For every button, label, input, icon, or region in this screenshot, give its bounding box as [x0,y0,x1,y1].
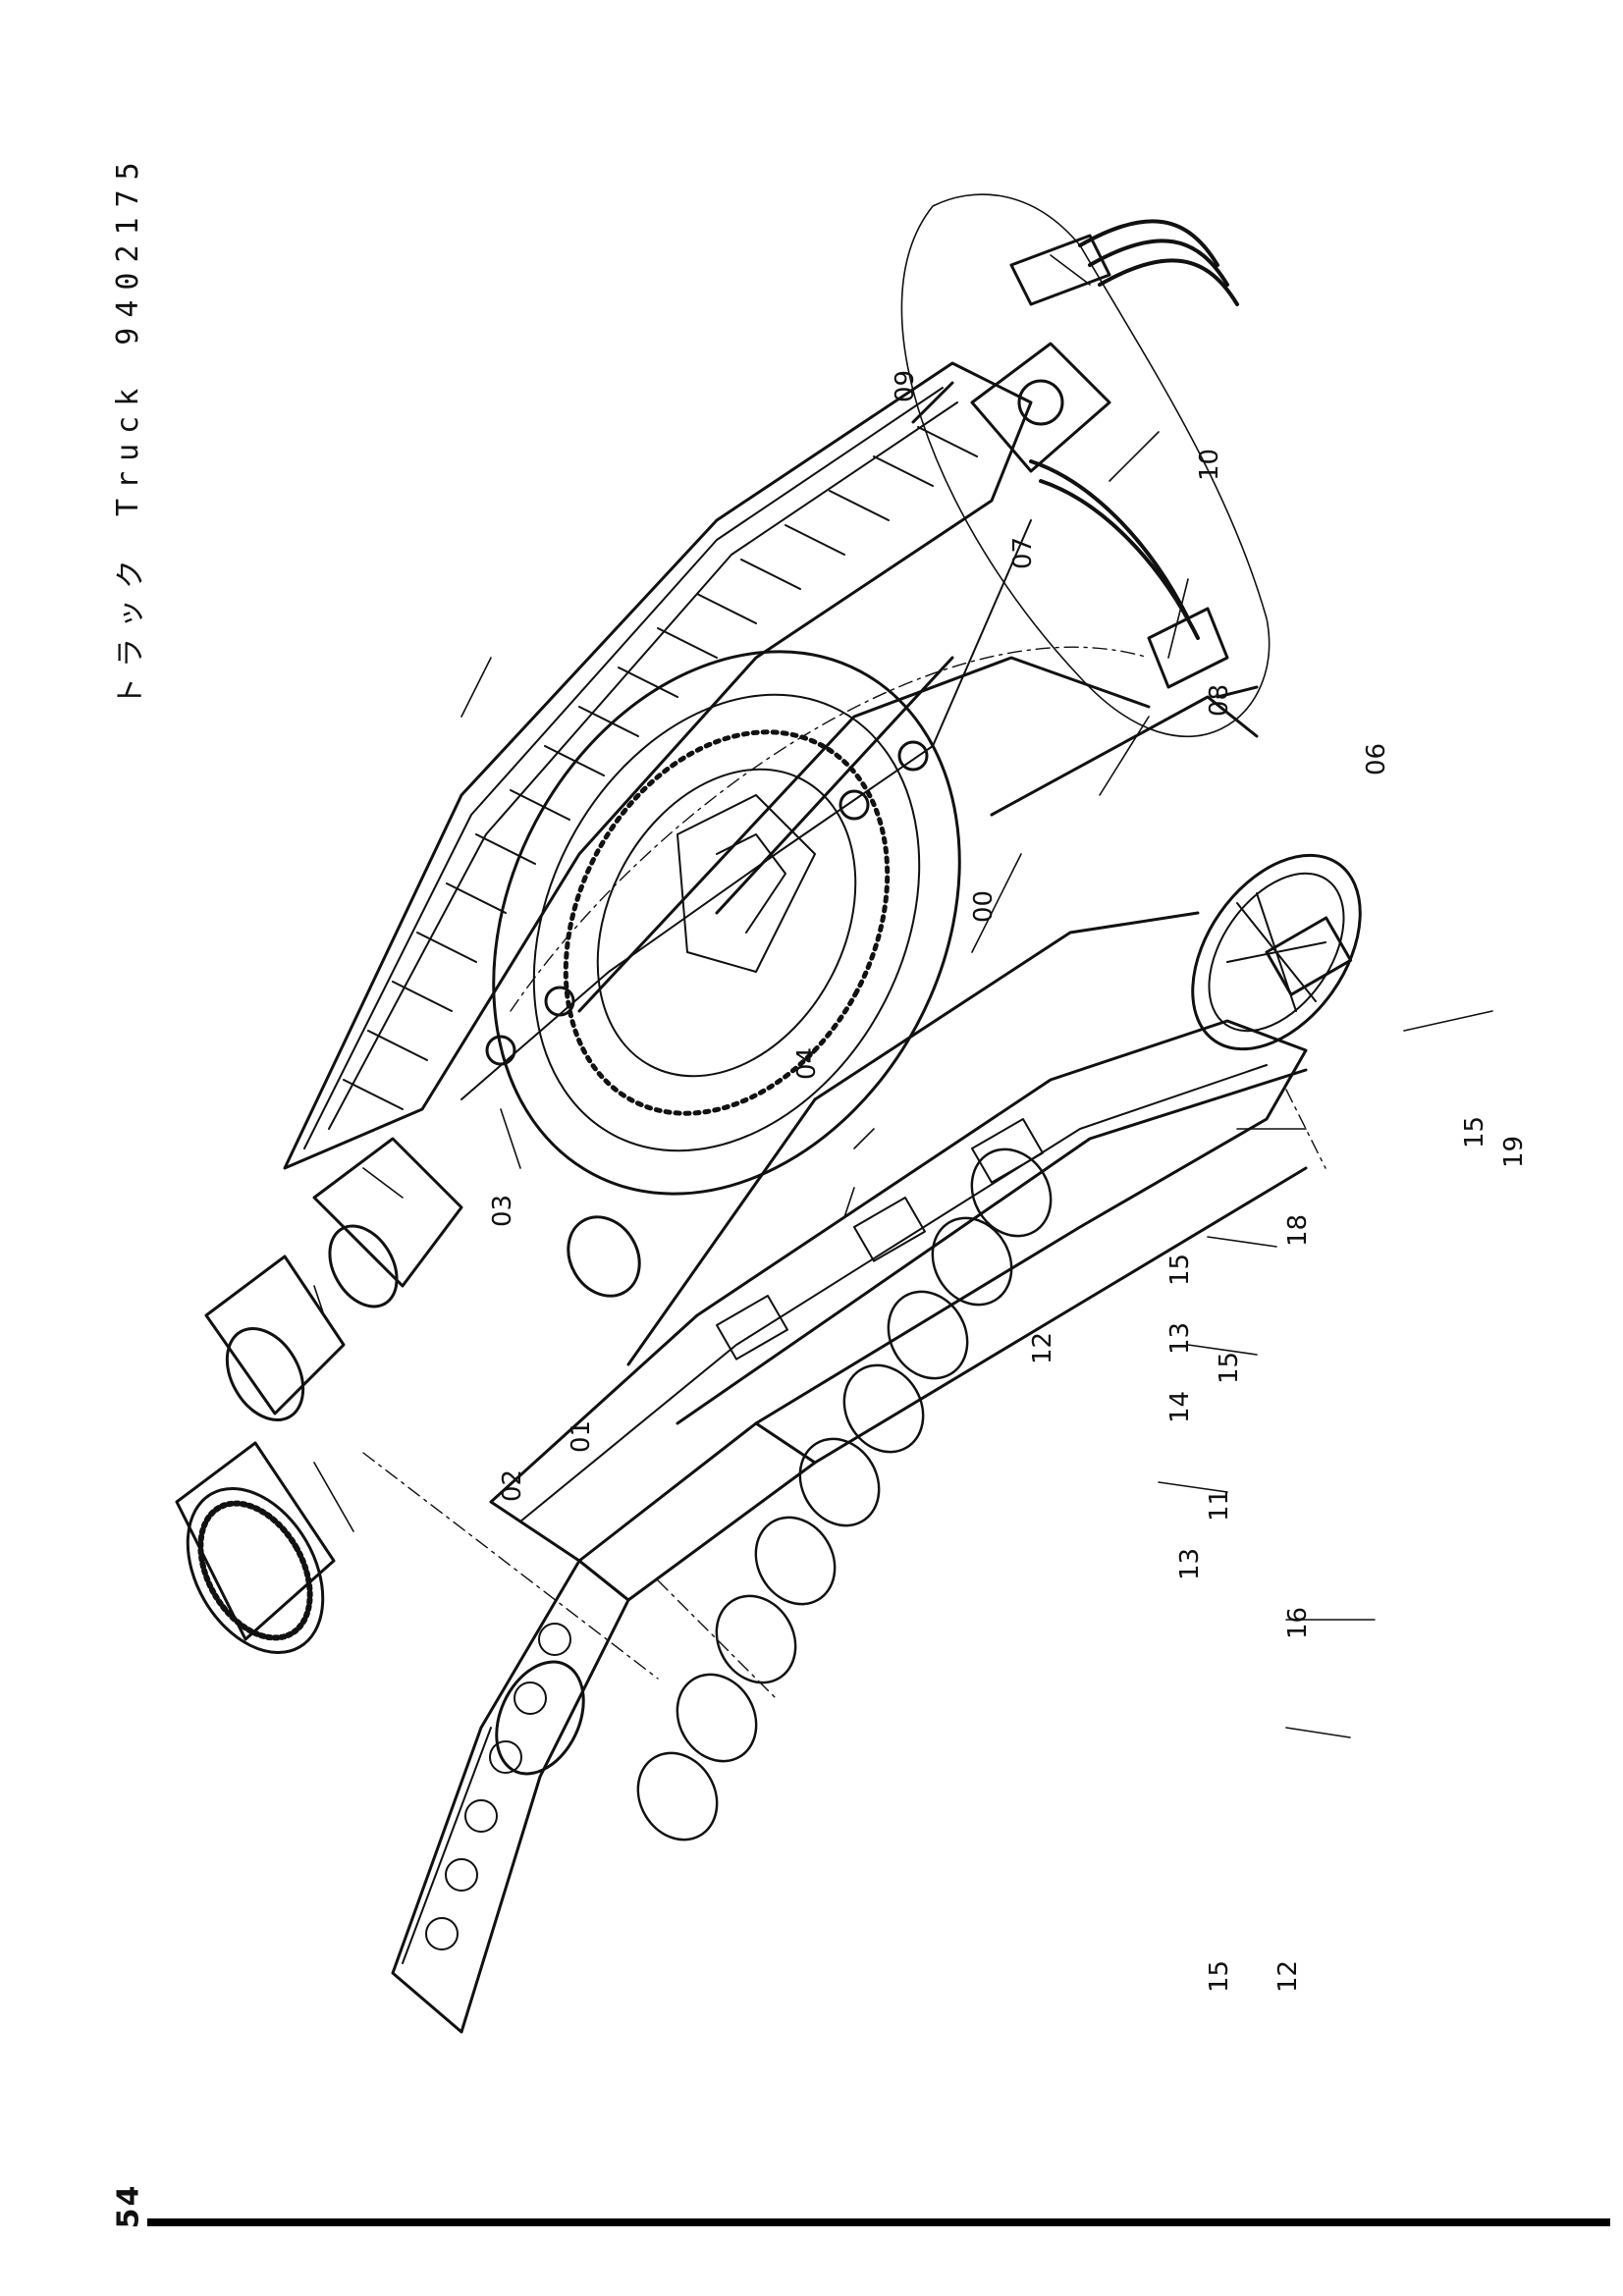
callout-00: 00 [969,890,999,923]
center-frame [577,656,1308,1425]
leader-lines [313,254,1493,1738]
callout-08: 08 [1205,684,1234,717]
callout-16: 16 [1283,1607,1313,1639]
callout-01: 01 [567,1420,596,1453]
callout-02: 02 [498,1469,527,1502]
header-text: トラック Truck 9402175 [98,137,157,707]
callout-04: 04 [792,1047,822,1080]
upper-track-assembly [283,361,1033,1170]
page-header: トラック Truck 9402175 [88,147,167,707]
callout-13b: 13 [1175,1548,1205,1580]
callout-03: 03 [488,1195,517,1227]
callout-12b: 12 [1273,1960,1303,1993]
phantom-lines [362,646,1326,1699]
callout-13: 13 [1165,1322,1195,1355]
callout-10: 10 [1195,449,1224,481]
header-part-number: 9402175 [110,152,145,346]
exploded-parts-diagram: 00 01 02 03 04 06 07 08 09 10 11 12 13 1… [175,193,1529,2034]
header-japanese: トラック [114,550,148,707]
header-english: Truck [110,378,145,516]
callout-11: 11 [1205,1489,1234,1522]
page-number-text: 54 [111,2183,146,2229]
slewing-ring [492,650,961,1196]
hydraulic-swivel [911,219,1259,699]
footer-rule [147,2218,1610,2226]
callout-09: 09 [891,370,920,402]
lower-track-assembly [391,1559,630,2034]
callout-12: 12 [1028,1332,1057,1364]
callout-06: 06 [1362,743,1391,775]
track-rollers [567,1148,1053,1842]
callout-18: 18 [1283,1214,1313,1247]
callout-15c: 15 [1215,1352,1244,1384]
callout-14: 14 [1165,1391,1195,1423]
callout-15d: 15 [1460,1116,1489,1148]
drive-motor-assembly [175,1137,463,1655]
hydraulic-circuit-outline [900,193,1271,738]
callout-15: 15 [1165,1254,1195,1286]
callout-19: 19 [1499,1136,1529,1168]
callout-07: 07 [1008,537,1038,569]
idler-wheel [1191,853,1362,1051]
callout-15b: 15 [1205,1960,1234,1993]
